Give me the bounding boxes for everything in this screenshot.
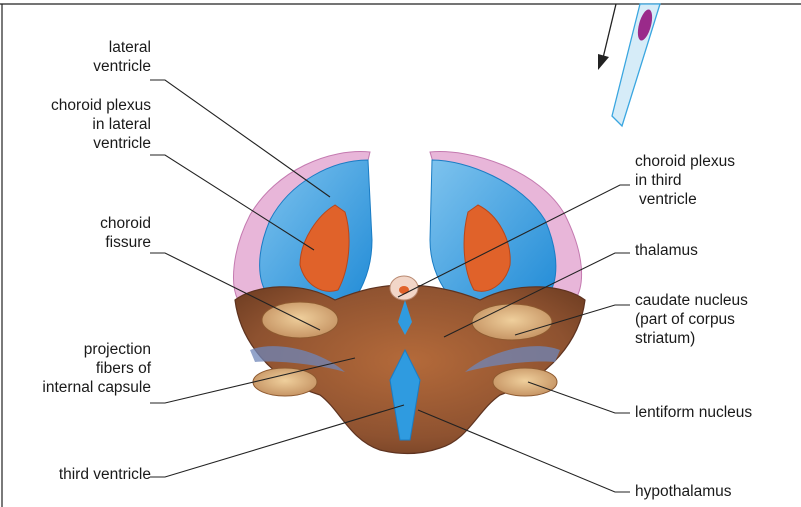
label-thalamus: thalamus	[635, 241, 698, 260]
brain-section	[234, 152, 585, 454]
label-projection-fibers: projection fibers of internal capsule	[42, 340, 151, 397]
label-choroid-plexus-lateral: choroid plexus in lateral ventricle	[51, 96, 151, 153]
left-lentiform-nucleus	[253, 368, 317, 396]
label-hypothalamus: hypothalamus	[635, 482, 732, 501]
label-lentiform-nucleus: lentiform nucleus	[635, 403, 752, 422]
label-caudate-nucleus: caudate nucleus (part of corpus striatum…	[635, 291, 748, 348]
label-choroid-plexus-third: choroid plexus in third ventricle	[635, 152, 735, 209]
section-plane-icon	[612, 4, 660, 126]
label-choroid-fissure: choroid fissure	[100, 214, 151, 252]
label-third-ventricle: third ventricle	[59, 465, 151, 484]
right-caudate-nucleus	[472, 304, 552, 340]
down-left-arrow-icon	[598, 4, 616, 70]
label-lateral-ventricle: lateral ventricle	[93, 38, 151, 76]
right-lentiform-nucleus	[493, 368, 557, 396]
